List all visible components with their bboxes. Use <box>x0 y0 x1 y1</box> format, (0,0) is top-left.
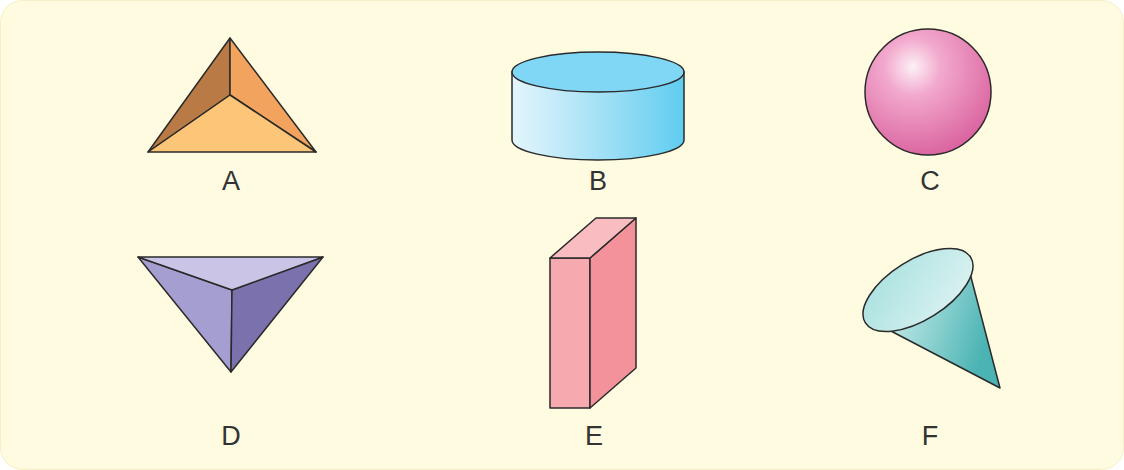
cylinder <box>512 52 684 160</box>
triangular-prism <box>148 38 316 152</box>
shape-letter: E <box>585 423 603 450</box>
shape-letter: B <box>589 168 607 195</box>
shape-letter: C <box>920 168 940 195</box>
cone <box>850 232 1000 388</box>
shape-letter: F <box>922 423 939 450</box>
cuboid <box>550 218 636 408</box>
shape-letter: D <box>221 423 241 450</box>
shape-letter: A <box>222 168 240 195</box>
sphere <box>865 29 991 155</box>
triangular-pyramid <box>138 257 323 372</box>
